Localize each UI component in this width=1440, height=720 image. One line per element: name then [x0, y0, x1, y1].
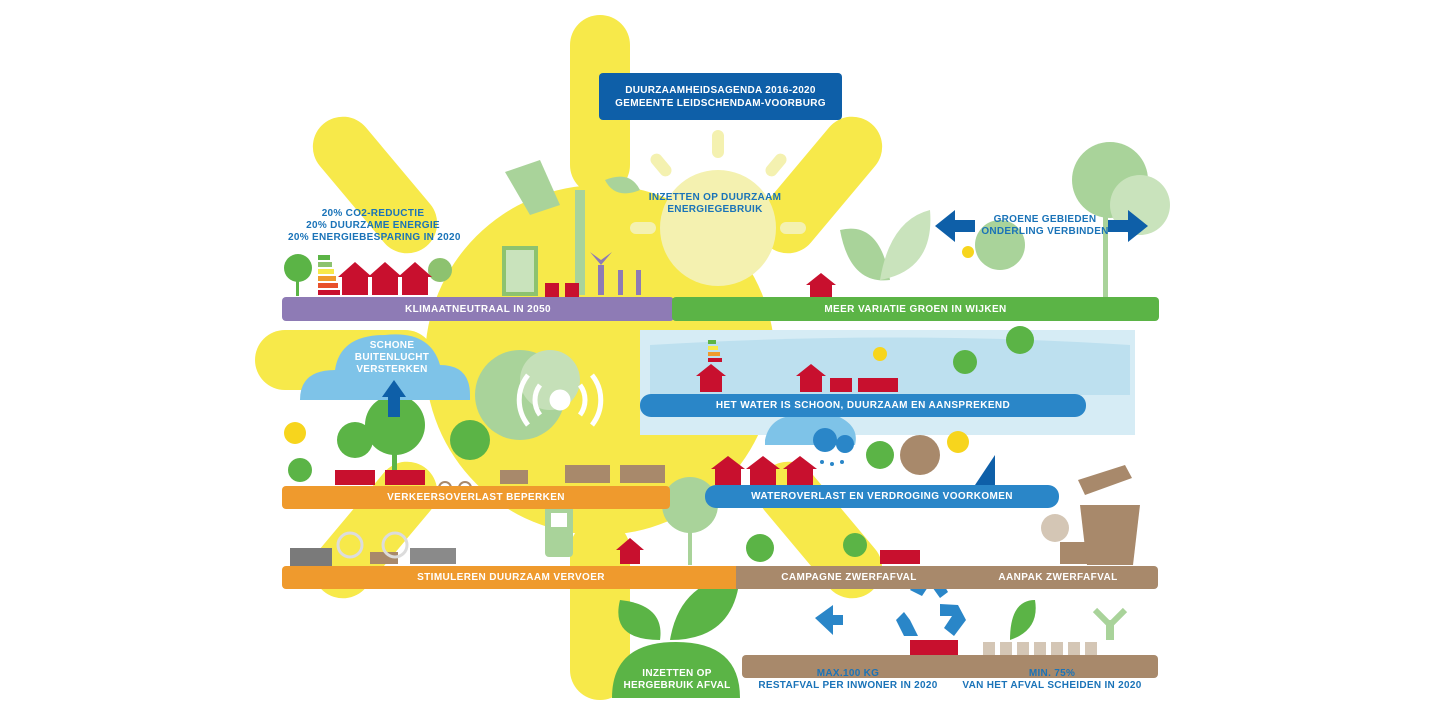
- houses: [335, 262, 958, 656]
- co2-line-3: 20% ENERGIEBESPARING IN 2020: [288, 232, 461, 243]
- waste-bar-bg: [742, 655, 1158, 678]
- rest-line-2: RESTAFVAL PER INWONER IN 2020: [758, 680, 938, 691]
- small-sun-icons: [284, 246, 974, 453]
- air-cloud-icon: [300, 334, 470, 417]
- water-band-inner: [650, 337, 1130, 395]
- reuse-mound: [612, 642, 740, 698]
- water-bar-bg: [640, 394, 1086, 417]
- energy-line-2: ENERGIEGEBRUIK: [667, 204, 763, 215]
- air-label: SCHONE BUITENLUCHT VERSTERKEN: [342, 340, 442, 376]
- campaign-bar-label: CAMPAGNE ZWERFAFVAL: [781, 571, 917, 583]
- energy-label: INZETTEN OP DUURZAAM ENERGIEGEBRUIK: [640, 192, 790, 216]
- separation-label: MIN. 75% VAN HET AFVAL SCHEIDEN IN 2020: [952, 668, 1152, 692]
- small-sun-top: [630, 130, 806, 286]
- green-line-1: GROENE GEBIEDEN: [993, 214, 1097, 225]
- co2-line-2: 20% DUURZAME ENERGIE: [306, 220, 440, 231]
- co2-line-1: 20% CO2-REDUCTIE: [321, 208, 425, 219]
- litter-bar-bg: [958, 566, 1158, 589]
- signal-icon: [516, 373, 604, 427]
- co2-label: 20% CO2-REDUCTIE 20% DUURZAME ENERGIE 20…: [288, 208, 461, 244]
- trash-bin-icon: [1041, 465, 1140, 565]
- reuse-line-2: HERGEBRUIK AFVAL: [623, 680, 731, 691]
- climate-bar-bg: [282, 297, 674, 321]
- windmill-icons: [590, 252, 641, 295]
- air-line-3: VERSTERKEN: [356, 364, 428, 375]
- green-label: GROENE GEBIEDEN ONDERLING VERBINDEN: [975, 214, 1115, 238]
- reuse-line-1: INZETTEN OP: [642, 668, 712, 679]
- rain-cloud-icon: [765, 410, 856, 466]
- title-line-1: DUURZAAMHEIDSAGENDA 2016-2020: [625, 84, 816, 96]
- seedling-pots: [983, 607, 1128, 656]
- transport-bar-bg: [282, 566, 740, 589]
- sep-line-2: VAN HET AFVAL SCHEIDEN IN 2020: [962, 680, 1142, 691]
- plug-icon: [505, 160, 585, 295]
- air-line-2: BUITENLUCHT: [354, 352, 430, 363]
- title-line-2: GEMEENTE LEIDSCHENDAM-VOORBURG: [615, 97, 826, 109]
- charging-station-icon: [545, 505, 573, 557]
- air-line-1: SCHONE: [369, 340, 415, 351]
- climate-bar-label: KLIMAATNEUTRAAL IN 2050: [404, 303, 552, 315]
- leaves: [605, 176, 1036, 640]
- litter-bar-label: AANPAK ZWERFAFVAL: [998, 571, 1118, 583]
- traffic-bar-label: VERKEERSOVERLAST BEPERKEN: [387, 491, 565, 503]
- greenvar-bar-label: MEER VARIATIE GROEN IN WIJKEN: [824, 303, 1007, 315]
- trees: [284, 142, 1170, 565]
- green-line-2: ONDERLING VERBINDEN: [981, 226, 1109, 237]
- water-bar-label: HET WATER IS SCHOON, DUURZAAM EN AANSPRE…: [715, 399, 1011, 411]
- reuse-label: INZETTEN OP HERGEBRUIK AFVAL: [622, 668, 732, 692]
- vehicles: [290, 465, 1100, 566]
- transport-bar-label: STIMULEREN DUURZAAM VERVOER: [417, 571, 605, 583]
- flood-bar-bg: [705, 485, 1059, 508]
- sep-line-1: MIN. 75%: [1028, 668, 1076, 679]
- energy-label-icon: [318, 255, 722, 362]
- campaign-bar-bg: [736, 566, 962, 589]
- restafval-label: MAX.100 KG RESTAFVAL PER INWONER IN 2020: [748, 668, 948, 692]
- title-box: DUURZAAMHEIDSAGENDA 2016-2020 GEMEENTE L…: [599, 73, 842, 120]
- flood-bar-label: WATEROVERLAST EN VERDROGING VOORKOMEN: [751, 490, 1013, 502]
- solar-building-icon: [502, 246, 538, 296]
- traffic-bar-bg: [282, 486, 670, 509]
- greenvar-bar-bg: [672, 297, 1159, 321]
- rest-line-1: MAX.100 KG: [816, 668, 880, 679]
- energy-line-1: INZETTEN OP DUURZAAM: [648, 192, 782, 203]
- green-arrows-icon: [935, 210, 1148, 242]
